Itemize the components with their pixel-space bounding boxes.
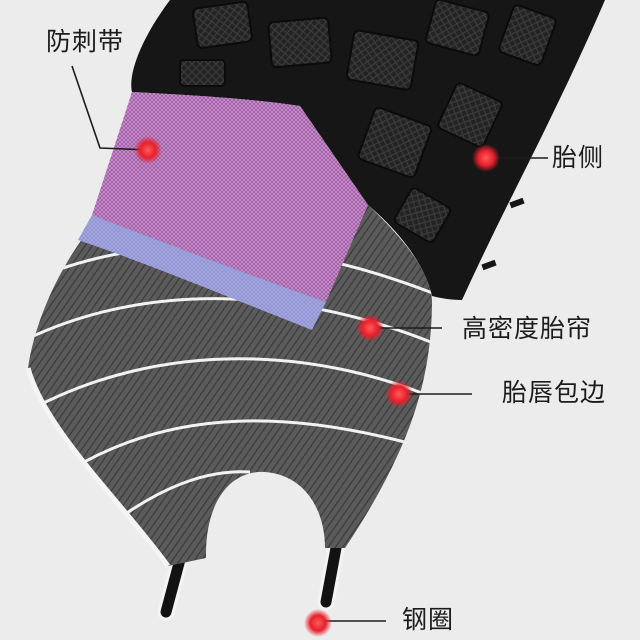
label-bead-wrap: 胎唇包边	[502, 378, 607, 407]
label-rim: 钢圈	[402, 605, 455, 634]
marker-rim	[304, 609, 332, 637]
label-casing: 高密度胎帘	[462, 314, 593, 343]
tread-blocks	[179, 0, 557, 243]
puncture-protection-layer	[92, 92, 368, 302]
tread-block	[498, 4, 557, 66]
marker-sidewall	[472, 144, 500, 172]
markers	[134, 136, 500, 637]
right-bead	[320, 542, 342, 608]
tread-block	[357, 106, 433, 179]
puncture-layer-band	[78, 215, 326, 330]
tread-block	[345, 29, 420, 91]
tread-block	[437, 82, 503, 148]
cord-arc	[69, 419, 432, 472]
sidewall-nub	[535, 109, 551, 121]
marker-bead-wrap	[385, 380, 413, 408]
tread-block	[393, 187, 452, 243]
label-puncture-layer: 防刺带	[46, 27, 125, 56]
tread-block	[267, 16, 333, 69]
sidewall-nub	[481, 259, 497, 271]
cord-arc	[109, 470, 251, 527]
tread-block	[425, 0, 490, 57]
tread-block	[179, 59, 226, 87]
marker-casing	[356, 314, 384, 342]
inner-liner-edge	[25, 367, 171, 568]
sidewall-nubs	[481, 109, 551, 271]
label-sidewall: 胎侧	[552, 143, 605, 172]
sidewall-nub	[509, 197, 525, 209]
marker-puncture	[134, 136, 162, 164]
cord-arc	[28, 297, 432, 352]
leader-line-puncture	[71, 65, 151, 151]
tread-block	[192, 0, 253, 49]
